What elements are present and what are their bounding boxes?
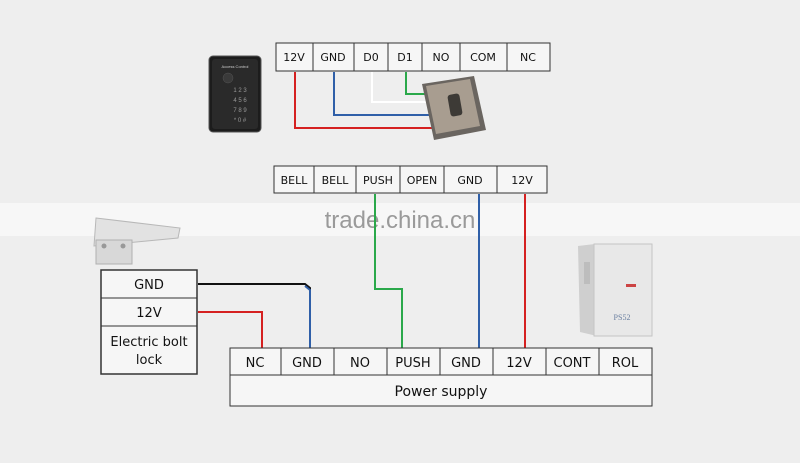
lock-gnd-wire-blue [304,285,311,350]
reader-terminal-strip: 12V GND D0 D1 NO COM NC [275,42,551,72]
power-terminal-label: GND [292,356,322,371]
reader-terminal-label: NC [520,51,536,64]
reader-terminal-label: GND [320,51,345,64]
power-terminal-label: PUSH [395,356,430,371]
lock-12v-wire [198,311,263,350]
lock-gnd-wire-black [198,283,311,350]
push-wire [374,194,403,350]
keypad-key-row: 1 2 3 [233,88,247,94]
reader-d1-wire [405,72,428,95]
reader-terminal-label: D0 [363,51,378,64]
controller-terminal-label: 12V [511,174,533,187]
power-terminal-label: ROL [612,356,639,371]
watermark-text: trade.china.cn [325,207,476,234]
keypad-key-row: 7 8 9 [233,108,247,114]
keypad-key-row: 4 5 6 [233,98,247,104]
electric-bolt-lock-box: GND 12V Electric bolt lock [100,269,198,375]
reader-terminal-label: NO [433,51,450,64]
reader-terminal-label: D1 [397,51,412,64]
lock-name-line2: lock [136,353,163,368]
power-terminal-label: GND [451,356,481,371]
reader-gnd-wire [333,72,438,116]
reader-d0-wire [371,72,432,103]
controller-terminal-label: PUSH [363,174,393,187]
power-supply-label: Power supply [395,384,488,400]
controller-terminal-label: OPEN [407,174,437,187]
keypad-brand: Access Control [222,64,249,69]
power-terminal-label: NO [350,356,370,371]
electric-bolt-device [93,217,181,265]
power-terminal-label: 12V [506,356,532,371]
lock-gnd-label: GND [134,278,164,293]
power-supply-device: PS52 [578,243,653,337]
controller-terminal-strip: BELL BELL PUSH OPEN GND 12V [273,165,548,194]
controller-terminal-label: GND [457,174,482,187]
reader-terminal-label: COM [470,51,496,64]
power-supply-terminal-strip: NC GND NO PUSH GND 12V CONT ROL Power su… [229,347,653,407]
lock-12v-label: 12V [136,306,162,321]
power-supply-device-label: PS52 [614,313,631,322]
controller-terminal-label: BELL [322,174,350,187]
card-reader-device [422,76,486,140]
lock-name-line1: Electric bolt [110,335,187,350]
keypad-device: Access Control 1 2 3 4 5 6 7 8 9 * 0 # [208,55,262,133]
power-terminal-label: NC [246,356,265,371]
reader-12v-wire [294,72,438,129]
power-terminal-label: CONT [554,356,591,371]
keypad-key-row: * 0 # [234,118,247,124]
controller-terminal-label: BELL [281,174,309,187]
reader-terminal-label: 12V [283,51,305,64]
